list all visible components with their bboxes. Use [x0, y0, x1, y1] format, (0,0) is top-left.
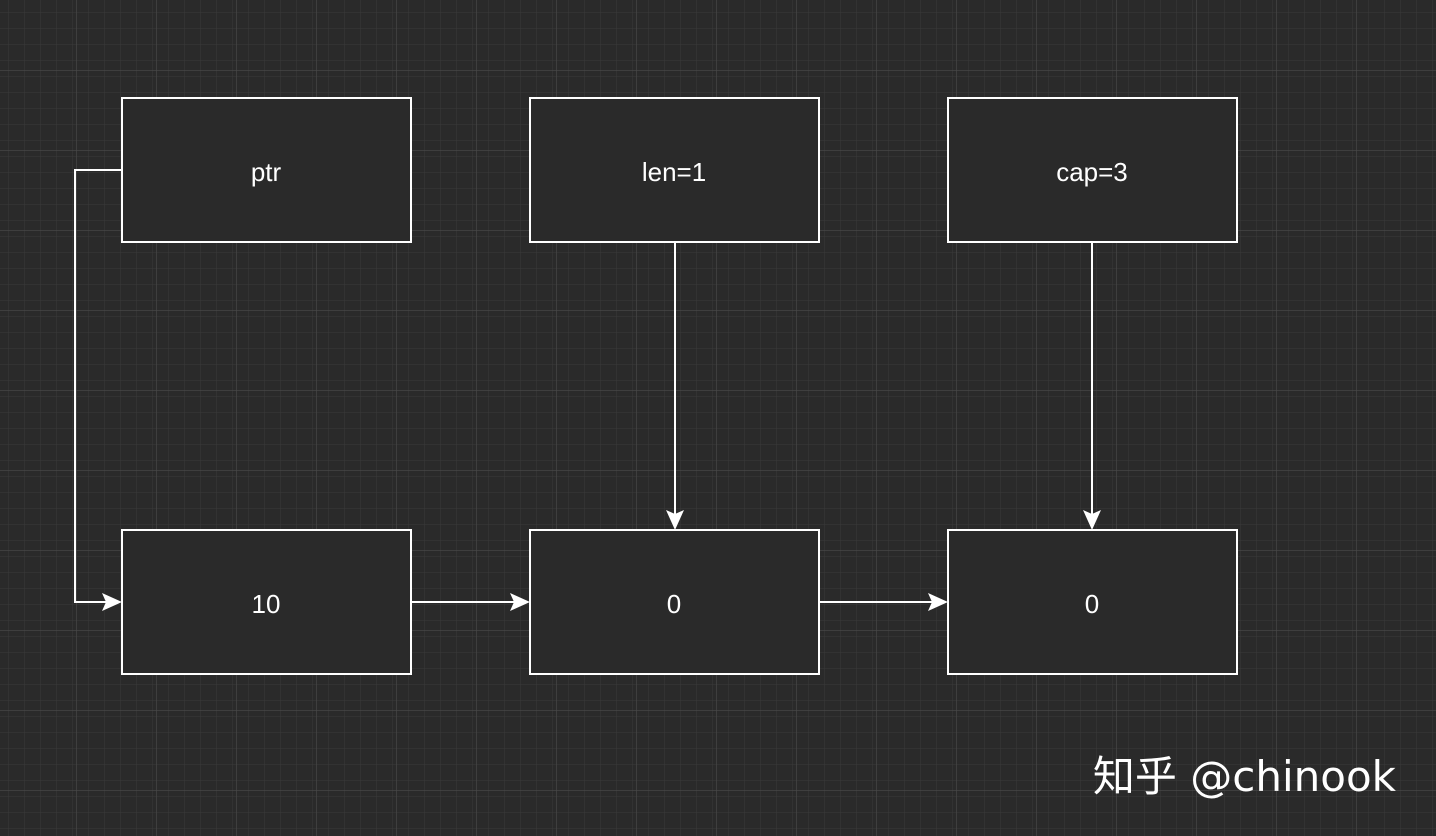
arrowhead-ptr-to-elem0: [102, 593, 122, 611]
node-len[interactable]: len=1: [529, 97, 820, 243]
node-elem-2[interactable]: 0: [947, 529, 1238, 675]
arrowhead-len-to-elem1: [666, 510, 684, 530]
edge-ptr-to-elem0: [74, 169, 122, 603]
node-cap[interactable]: cap=3: [947, 97, 1238, 243]
node-cap-label: cap=3: [1056, 157, 1128, 187]
node-ptr-box: [121, 97, 412, 243]
node-cap-box: [947, 97, 1238, 243]
node-len-box: [529, 97, 820, 243]
node-elem-1-box: [529, 529, 820, 675]
node-len-label: len=1: [642, 157, 706, 187]
node-elem-0-label: 10: [252, 589, 281, 619]
node-ptr[interactable]: ptr: [121, 97, 412, 243]
node-elem-2-box: [947, 529, 1238, 675]
node-elem-1[interactable]: 0: [529, 529, 820, 675]
watermark: 知乎 @chinook: [1093, 752, 1397, 801]
node-elem-0-box: [121, 529, 412, 675]
arrowhead-elem0-to-elem1: [510, 593, 530, 611]
node-elem-0[interactable]: 10: [121, 529, 412, 675]
node-ptr-label: ptr: [251, 157, 282, 187]
arrowhead-cap-to-elem2: [1083, 510, 1101, 530]
node-elem-1-label: 0: [667, 589, 681, 619]
arrowhead-elem1-to-elem2: [928, 593, 948, 611]
node-elem-2-label: 0: [1085, 589, 1099, 619]
